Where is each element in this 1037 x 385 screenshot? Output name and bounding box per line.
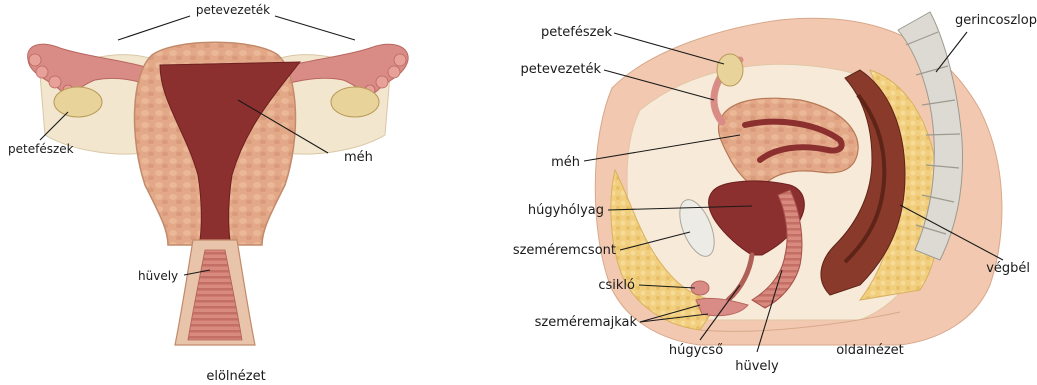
ovary-left bbox=[54, 87, 102, 117]
caption-side-view: oldalnézet bbox=[836, 343, 904, 358]
label-side-rectum: végbél bbox=[986, 261, 1030, 276]
label-front-vagina: hüvely bbox=[138, 269, 178, 283]
caption-front-view: elölnézet bbox=[206, 369, 265, 384]
label-side-clitoris: csikló bbox=[598, 278, 635, 293]
label-side-ovary: petefészek bbox=[541, 25, 613, 40]
label-front-ovary: petefészek bbox=[8, 142, 74, 156]
label-side-spine: gerincoszlop bbox=[955, 13, 1037, 28]
label-side-uterus: méh bbox=[551, 155, 580, 170]
leader-front-tube-right bbox=[275, 16, 355, 40]
label-side-bladder: húgyhólyag bbox=[528, 203, 604, 218]
label-front-fallopian-tube: petevezeték bbox=[196, 3, 270, 17]
label-side-labia: szeméremajkak bbox=[535, 315, 638, 330]
label-side-vagina: hüvely bbox=[735, 359, 779, 374]
ovary-side bbox=[717, 54, 743, 86]
leader-front-tube-left bbox=[118, 16, 190, 40]
label-side-fallopian-tube: petevezeték bbox=[521, 62, 602, 77]
side-view: petefészek petevezeték méh húgyhólyag sz… bbox=[513, 12, 1037, 374]
label-side-pubic-bone: szeméremcsont bbox=[513, 243, 616, 258]
ovary-right bbox=[331, 87, 379, 117]
label-front-uterus: méh bbox=[344, 150, 373, 165]
label-side-urethra: húgycső bbox=[669, 343, 723, 358]
front-view: petevezeték petefészek méh hüvely elölné… bbox=[8, 3, 408, 384]
